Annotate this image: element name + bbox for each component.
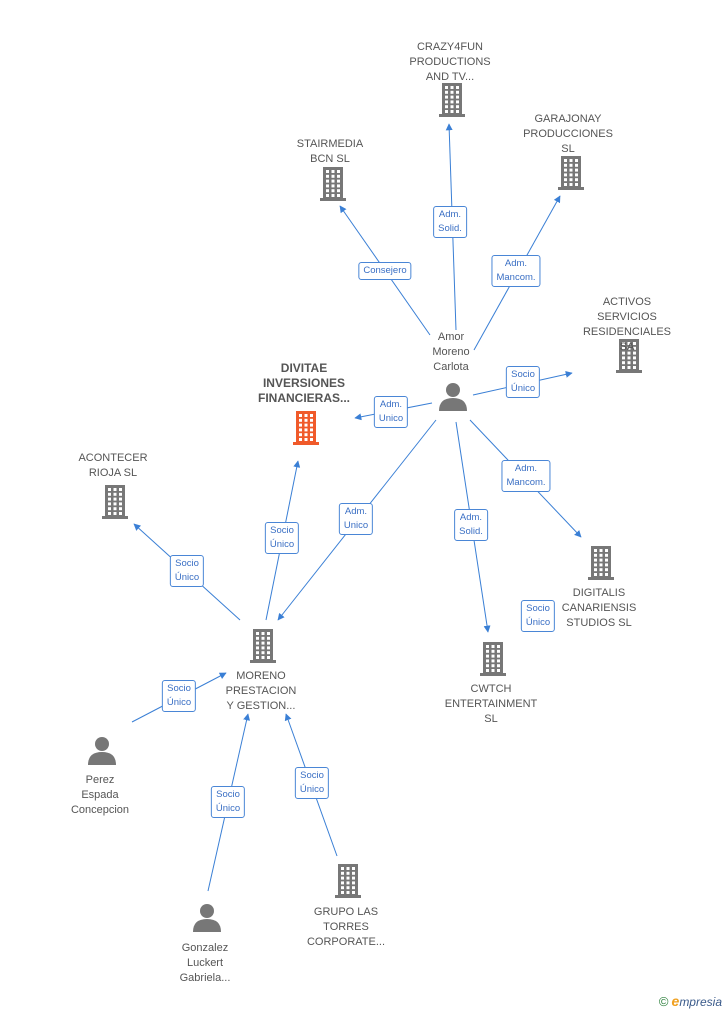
edge-label-moreno-divitae[interactable]: Socio Único bbox=[264, 522, 300, 554]
node-label-acontecer[interactable]: ACONTECER RIOJA SL bbox=[78, 452, 148, 479]
node-label-digitalis[interactable]: DIGITALIS CANARIENSIS STUDIOS SL bbox=[561, 587, 637, 629]
node-label-perez[interactable]: Perez Espada Concepcion bbox=[70, 774, 130, 816]
copyright-symbol: © bbox=[658, 994, 669, 1009]
acontecer-building-icon[interactable] bbox=[102, 485, 128, 519]
digitalis-building-icon[interactable] bbox=[588, 546, 614, 580]
edge-label-amor-cwtch[interactable]: Adm. Solid. bbox=[454, 509, 488, 541]
brand-letter-e: e bbox=[671, 993, 680, 1009]
divitae-building-icon[interactable] bbox=[293, 411, 319, 445]
cwtch-building-icon[interactable] bbox=[480, 642, 506, 676]
node-label-moreno[interactable]: MORENO PRESTACION Y GESTION... bbox=[225, 670, 297, 712]
edge-label-amor-garajonay[interactable]: Adm. Mancom. bbox=[491, 255, 541, 287]
node-label-grupo[interactable]: GRUPO LAS TORRES CORPORATE... bbox=[306, 906, 386, 948]
node-label-activos[interactable]: ACTIVOS SERVICIOS RESIDENCIALES SA bbox=[582, 296, 672, 353]
node-label-gonzalez[interactable]: Gonzalez Luckert Gabriela... bbox=[179, 942, 231, 984]
node-label-amor[interactable]: Amor Moreno Carlota bbox=[432, 331, 470, 373]
edge-label-amor-crazy4fun[interactable]: Adm. Solid. bbox=[433, 206, 467, 238]
activos-building-icon[interactable] bbox=[616, 339, 642, 373]
edge-label-moreno-acontecer[interactable]: Socio Único bbox=[169, 555, 205, 587]
empresia-logo[interactable]: ©empresia bbox=[659, 993, 722, 1009]
moreno-building-icon[interactable] bbox=[250, 629, 276, 663]
edge-label-digitalis-cwtch[interactable]: Socio Único bbox=[520, 600, 556, 632]
edge-label-gonzalez-moreno[interactable]: Socio Único bbox=[210, 786, 246, 818]
edge-label-amor-digitalis[interactable]: Adm. Mancom. bbox=[501, 460, 551, 492]
edge-label-amor-divitae[interactable]: Adm. Unico bbox=[373, 396, 409, 428]
grupo-building-icon[interactable] bbox=[335, 864, 361, 898]
edge-label-amor-activos[interactable]: Socio Único bbox=[505, 366, 541, 398]
edge-label-amor-stairmedia[interactable]: Consejero bbox=[358, 262, 412, 280]
edge-label-perez-moreno[interactable]: Socio Único bbox=[161, 680, 197, 712]
garajonay-building-icon[interactable] bbox=[558, 156, 584, 190]
perez-person-icon[interactable] bbox=[88, 737, 116, 765]
crazy4fun-building-icon[interactable] bbox=[439, 83, 465, 117]
amor-person-icon[interactable] bbox=[439, 383, 467, 411]
stairmedia-building-icon[interactable] bbox=[320, 167, 346, 201]
node-label-divitae[interactable]: DIVITAE INVERSIONES FINANCIERAS... bbox=[257, 361, 351, 405]
gonzalez-person-icon[interactable] bbox=[193, 904, 221, 932]
node-label-crazy4fun[interactable]: CRAZY4FUN PRODUCTIONS AND TV... bbox=[409, 41, 491, 83]
node-label-garajonay[interactable]: GARAJONAY PRODUCCIONES SL bbox=[523, 113, 613, 155]
edge-label-amor-moreno[interactable]: Adm. Unico bbox=[338, 503, 374, 535]
node-label-stairmedia[interactable]: STAIRMEDIA BCN SL bbox=[296, 138, 364, 165]
brand-name: mpresia bbox=[679, 995, 722, 1009]
node-label-cwtch[interactable]: CWTCH ENTERTAINMENT SL bbox=[444, 683, 538, 725]
edge-label-grupo-moreno[interactable]: Socio Único bbox=[294, 767, 330, 799]
